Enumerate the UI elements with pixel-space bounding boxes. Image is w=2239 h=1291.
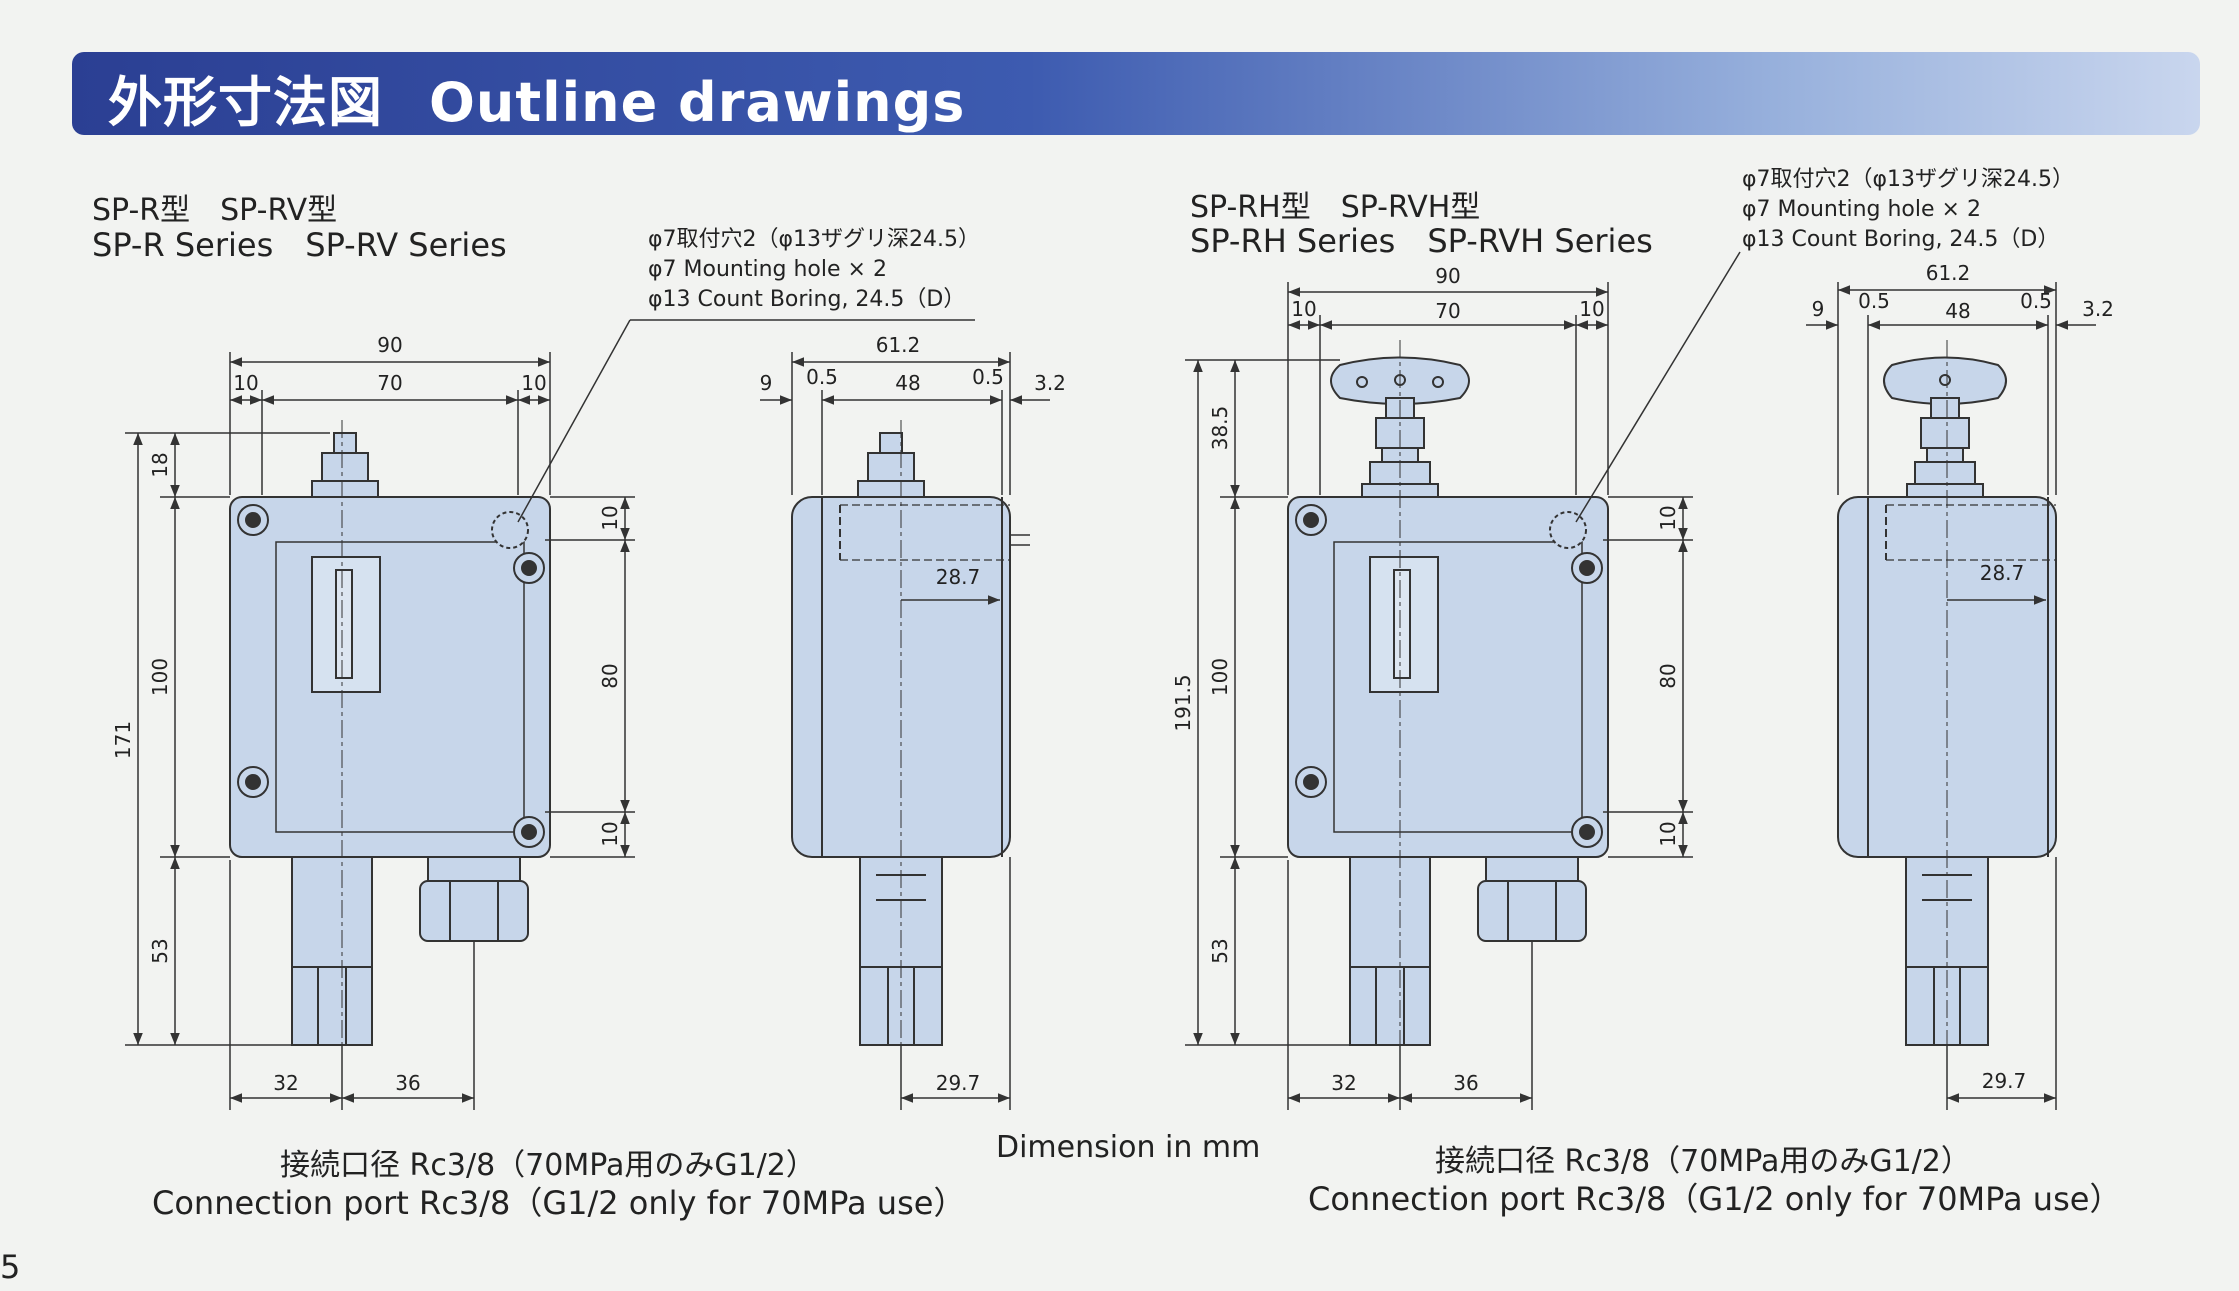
dim-left-v10b: 10 [598,821,622,846]
dim-left-v10a: 10 [598,505,622,530]
dim-left-w10b: 10 [521,371,546,395]
dim-right-w70: 70 [1435,299,1460,323]
dim-right-b32: 32 [1331,1071,1356,1095]
left-front-view [229,420,551,1080]
left-note-line-1: φ7取付穴2（φ13ザグリ深24.5） [648,227,980,252]
left-series-en: SP-R Series SP-RV Series [92,226,507,264]
dim-right-s61: 61.2 [1926,261,1971,285]
right-side-view [1837,340,2057,1080]
dim-right-s9: 9 [1812,297,1825,321]
dim-left-s9: 9 [760,371,773,395]
dim-left-b32: 32 [273,1071,298,1095]
left-note-line-2: φ7 Mounting hole × 2 [648,257,887,282]
right-front-dim-labels: 90 10 70 10 191.5 38.5 100 53 10 80 10 3… [1171,264,1680,1095]
dim-right-h100: 100 [1208,658,1232,696]
dim-right-s05b: 0.5 [2020,289,2052,313]
right-note-line-1: φ7取付穴2（φ13ザグリ深24.5） [1742,167,2074,192]
dim-right-s48: 48 [1945,299,1970,323]
dim-left-b36: 36 [395,1071,420,1095]
header-bar [72,52,2200,135]
dim-right-w10b: 10 [1579,297,1604,321]
right-front-view [1287,340,1609,1080]
page-title: 外形寸法図 Outline drawings [108,58,1011,137]
page-number: 5 [0,1248,21,1286]
dim-right-w10a: 10 [1291,297,1316,321]
dim-right-w90: 90 [1435,264,1460,288]
left-side-dimensions [760,352,1050,1110]
dim-right-v10a: 10 [1656,505,1680,530]
dim-left-s48: 48 [895,371,920,395]
right-front-dimensions [1185,251,1741,1110]
dim-left-w90: 90 [377,333,402,357]
dim-left-s05b: 0.5 [972,365,1004,389]
dim-right-h385: 38.5 [1208,406,1232,451]
right-side-dim-labels: 61.2 9 0.5 48 0.5 3.2 28.7 29.7 [1812,261,2114,1093]
right-note-line-3: φ13 Count Boring, 24.5（D） [1742,227,2060,252]
dim-left-s287: 28.7 [936,565,981,589]
dim-left-s32: 3.2 [1034,371,1066,395]
dim-right-b36: 36 [1453,1071,1478,1095]
right-side-dimensions [1806,282,2096,1110]
right-note-line-2: φ7 Mounting hole × 2 [1742,197,1981,222]
left-front-dimensions [125,319,975,1110]
dim-right-s32: 3.2 [2082,297,2114,321]
dim-left-h53: 53 [148,938,172,963]
left-mounting-note: φ7取付穴2（φ13ザグリ深24.5） φ7 Mounting hole × 2… [648,225,980,315]
dim-left-s297: 29.7 [936,1071,981,1095]
dim-right-h1915: 191.5 [1171,674,1195,731]
dim-right-s05a: 0.5 [1858,289,1890,313]
dim-left-h100: 100 [148,658,172,696]
dim-left-h171: 171 [111,721,135,759]
right-mounting-note: φ7取付穴2（φ13ザグリ深24.5） φ7 Mounting hole × 2… [1742,165,2074,255]
unit-note: Dimension in mm [996,1130,1261,1165]
left-front-dim-labels: 90 10 70 10 171 18 100 53 10 80 10 32 36 [111,333,622,1095]
left-note-line-3: φ13 Count Boring, 24.5（D） [648,287,966,312]
dim-left-s61: 61.2 [876,333,921,357]
dim-left-w10a: 10 [233,371,258,395]
dim-left-v80: 80 [598,663,622,688]
dim-right-s297: 29.7 [1982,1069,2027,1093]
left-series-jp: SP-R型 SP-RV型 [92,193,338,228]
dim-right-s287: 28.7 [1980,561,2025,585]
right-series-jp: SP-RH型 SP-RVH型 [1190,190,1481,225]
dim-left-h18: 18 [148,452,172,477]
right-caption-en: Connection port Rc3/8（G1/2 only for 70MP… [1308,1180,2122,1218]
left-caption-en: Connection port Rc3/8（G1/2 only for 70MP… [152,1184,966,1222]
left-caption-jp: 接続口径 Rc3/8（70MPa用のみG1/2） [280,1148,816,1183]
left-side-dim-labels: 61.2 9 0.5 48 0.5 3.2 28.7 29.7 [760,333,1066,1095]
dim-left-s05a: 0.5 [806,365,838,389]
title-en: Outline drawings [429,71,966,134]
right-series-en: SP-RH Series SP-RVH Series [1190,222,1653,260]
right-caption-jp: 接続口径 Rc3/8（70MPa用のみG1/2） [1435,1144,1971,1179]
dim-left-w70: 70 [377,371,402,395]
left-side-view [791,420,1011,1080]
dim-right-v10b: 10 [1656,821,1680,846]
title-jp: 外形寸法図 [108,71,383,134]
dim-right-v80: 80 [1656,663,1680,688]
dim-right-h53: 53 [1208,938,1232,963]
